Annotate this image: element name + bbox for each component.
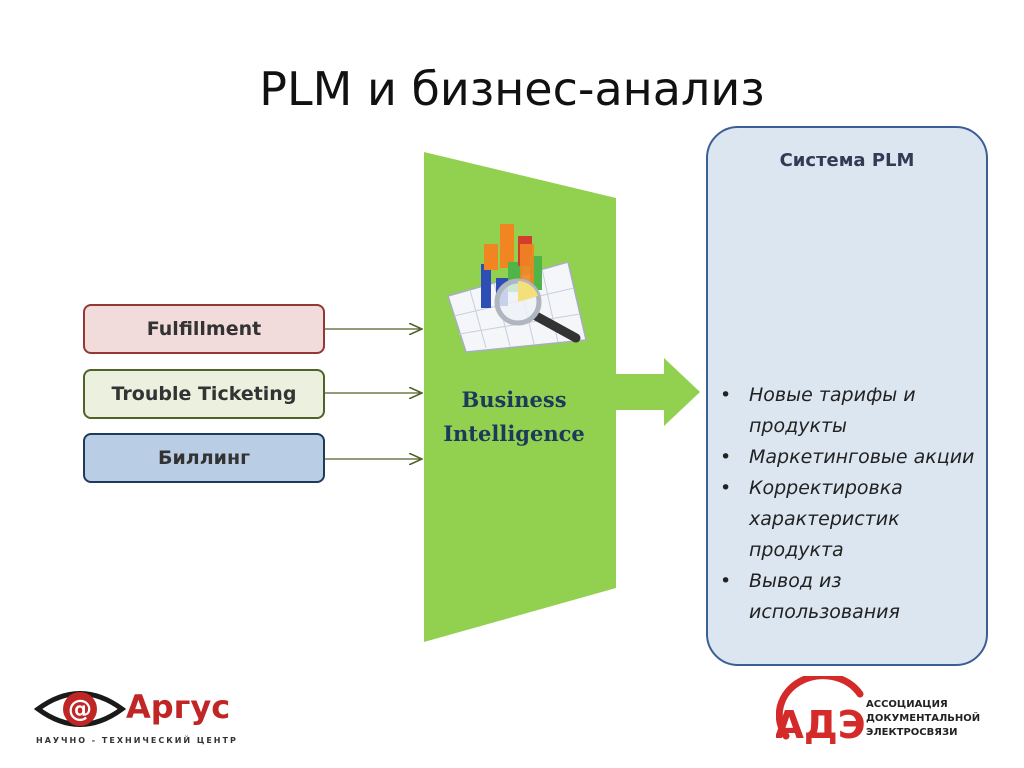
bi-label-line1: Business [461, 387, 567, 412]
ade-emblem-icon: АДЭ [776, 676, 866, 747]
plm-panel: Система PLM Новые тарифы и продукты Марк… [706, 126, 988, 666]
ade-logo: АДЭ АССОЦИАЦИЯ ДОКУМЕНТАЛЬНОЙ ЭЛЕКТРОСВЯ… [776, 676, 1001, 748]
list-item: Вывод из использования [720, 566, 982, 628]
ade-line2: ДОКУМЕНТАЛЬНОЙ [866, 713, 981, 724]
plm-outcomes-list: Новые тарифы и продукты Маркетинговые ак… [720, 380, 982, 628]
billing-box: Биллинг [83, 433, 325, 483]
bi-to-plm-arrow [616, 358, 700, 426]
bi-label-line2: Intelligence [443, 421, 585, 446]
list-item: Корректировка характеристик продукта [720, 473, 982, 566]
ade-name: АССОЦИАЦИЯ ДОКУМЕНТАЛЬНОЙ ЭЛЕКТРОСВЯЗИ [866, 698, 980, 740]
trouble-ticketing-box: Trouble Ticketing [83, 369, 325, 419]
bi-label: Business Intelligence [424, 383, 604, 451]
ade-line1: АССОЦИАЦИЯ [866, 699, 948, 710]
fulfillment-box: Fulfillment [83, 304, 325, 354]
ade-line3: ЭЛЕКТРОСВЯЗИ [866, 727, 958, 738]
svg-text:АДЭ: АДЭ [776, 703, 866, 747]
bi-chart-icon [447, 224, 587, 353]
plm-title: Система PLM [779, 150, 915, 171]
argus-logo: @ Аргус НАУЧНО - ТЕХНИЧЕСКИЙ ЦЕНТР [34, 684, 236, 750]
argus-eye-icon: @ [34, 691, 126, 727]
list-item: Новые тарифы и продукты [720, 380, 982, 442]
svg-text:@: @ [68, 695, 92, 723]
argus-wordmark: Аргус [126, 688, 231, 726]
list-item: Маркетинговые акции [720, 442, 982, 473]
argus-tagline: НАУЧНО - ТЕХНИЧЕСКИЙ ЦЕНТР [36, 736, 238, 745]
slide-title: PLM и бизнес-анализ [259, 62, 765, 116]
